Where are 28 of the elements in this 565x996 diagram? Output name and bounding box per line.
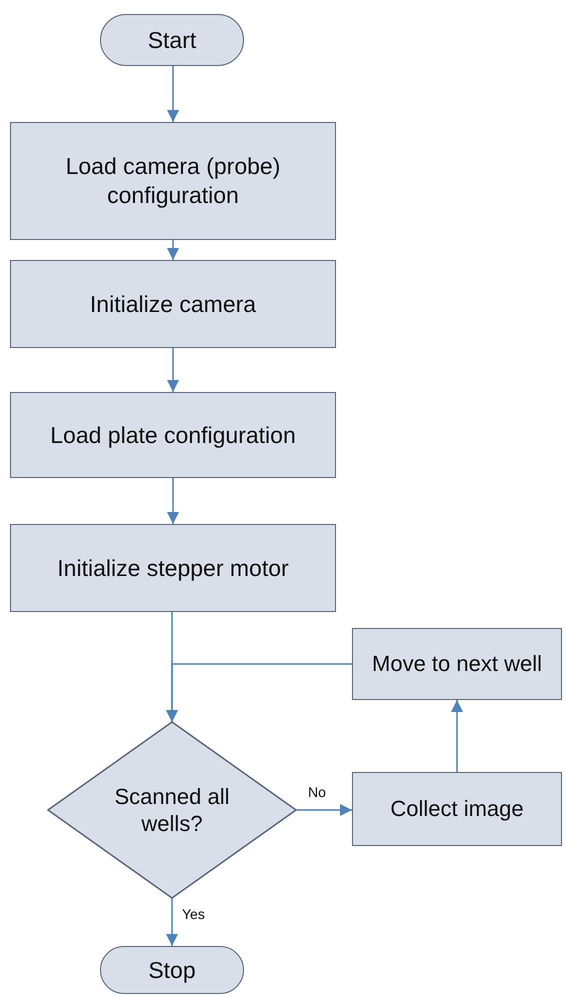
node-label: Initialize stepper motor [56, 554, 290, 582]
node-label: Stop [147, 956, 197, 984]
node-label: Collect image [389, 795, 525, 823]
arrow [451, 700, 463, 772]
node-label: Start [146, 26, 198, 54]
process-box [10, 122, 336, 240]
arrow [296, 804, 352, 816]
node-label: Load plate configuration [49, 420, 297, 450]
arrow [166, 663, 352, 722]
process-box [352, 772, 562, 846]
edge-label: Yes [180, 906, 207, 922]
node-label: Initialize camera [88, 290, 258, 318]
arrow [167, 348, 179, 392]
arrow [166, 898, 178, 946]
terminal-pill [100, 946, 244, 994]
node-label: Move to next well [371, 650, 543, 678]
node-label: Scanned all wells? [114, 782, 230, 838]
terminal-pill [100, 14, 244, 66]
node-label: Load camera (probe) configuration [64, 152, 282, 210]
decision-diamond [48, 722, 296, 898]
process-box [10, 392, 336, 478]
arrow [167, 240, 179, 260]
process-box [10, 260, 336, 348]
process-box [10, 524, 336, 612]
arrow [167, 478, 179, 524]
edge-label: No [306, 784, 328, 800]
arrow [167, 66, 179, 122]
process-box [352, 628, 562, 700]
